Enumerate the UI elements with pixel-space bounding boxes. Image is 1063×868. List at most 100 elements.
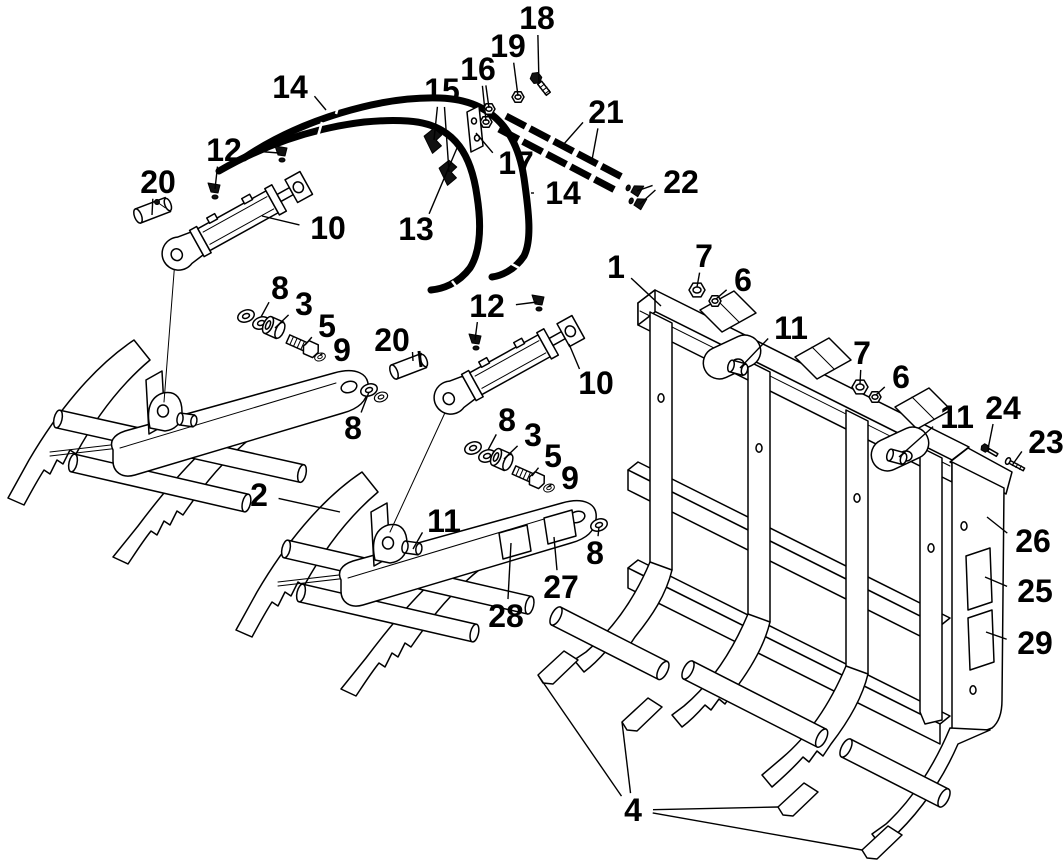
leader-line (562, 121, 584, 146)
leader-line (986, 516, 1008, 534)
leader-line (636, 184, 653, 192)
leader-line (568, 343, 581, 370)
part-number-label: 8 (344, 410, 362, 446)
leader-line (652, 812, 863, 851)
pivot-pin (400, 539, 424, 557)
bracket-hole (156, 404, 170, 418)
part-number-label: 10 (578, 365, 614, 401)
arm-edge-line (119, 382, 337, 449)
leader-line (985, 631, 1007, 640)
leader-line (547, 483, 552, 488)
leader-line (639, 189, 656, 205)
elbow-fitting (437, 158, 463, 187)
part-number-label: 5 (318, 308, 336, 344)
leader-line (984, 576, 1008, 588)
tine-tube (681, 660, 829, 748)
leader-line (875, 386, 886, 396)
steel-tube (497, 125, 617, 194)
leader-line (898, 426, 934, 458)
tine-tube (839, 738, 951, 808)
leader-line (859, 369, 862, 385)
steel-tube-lines (497, 112, 624, 194)
part-number-label: 28 (488, 598, 524, 634)
leader-line (739, 338, 769, 369)
part-number-label: 11 (940, 399, 974, 435)
leader-line (503, 445, 519, 460)
part-number-label: 6 (892, 359, 910, 395)
tooth-tip (777, 782, 819, 817)
part-number-label: 14 (545, 175, 581, 211)
part-number-label: 22 (663, 164, 699, 200)
cross-beam (627, 567, 941, 745)
part-number-label: 4 (624, 792, 642, 828)
leader-line (304, 336, 313, 346)
tooth-tip (621, 697, 663, 732)
leader-line (260, 301, 270, 318)
grapple-assembly-center (235, 438, 610, 697)
leader-line (151, 198, 154, 216)
part-number-label: 26 (1015, 523, 1051, 559)
wear-plate (543, 509, 577, 545)
leader-lines-layer (151, 34, 1023, 851)
tine-upright (649, 311, 673, 575)
part-number-label: 8 (271, 270, 289, 306)
part-number-label: 6 (734, 262, 752, 298)
leader-line (537, 674, 623, 797)
leader-line (696, 272, 701, 288)
leader-line (1012, 451, 1023, 465)
cross-beam (627, 469, 941, 647)
leader-line (360, 391, 370, 413)
part-number-label: 17 (498, 145, 534, 181)
bolt-hole (927, 543, 935, 553)
part-number-label: 25 (1017, 573, 1053, 609)
leader-line (515, 301, 538, 306)
pivot-pin (175, 411, 199, 429)
part-number-label: 14 (272, 69, 308, 105)
small-washer (542, 482, 556, 494)
plate-slot (965, 547, 993, 611)
arm-pivot-hole (340, 380, 358, 394)
part-number-label: 24 (985, 390, 1021, 426)
bolt-hole (853, 493, 861, 503)
cross-beam-top (627, 559, 951, 725)
leader-line (278, 497, 341, 513)
part-number-label: 11 (774, 310, 808, 346)
frame-tine (671, 613, 771, 728)
leader-line (475, 132, 494, 154)
leader-line (621, 721, 632, 794)
leader-line (261, 215, 300, 226)
roll-pin (417, 350, 423, 368)
part-number-label: 7 (853, 335, 871, 371)
leader-line (553, 536, 558, 571)
leader-line (987, 423, 994, 450)
bolt-hole (755, 443, 763, 453)
part-number-label: 27 (543, 569, 579, 605)
hex-nut (708, 295, 722, 307)
hydraulic-cylinder-left (154, 166, 315, 277)
part-number-label: 7 (695, 238, 713, 274)
leader-line (319, 353, 323, 356)
small-bolt (980, 443, 999, 458)
leader-line (428, 147, 458, 215)
leader-line (597, 526, 600, 537)
tooth-tip (861, 825, 903, 860)
grapple-assembly-left (7, 306, 390, 565)
leader-line (715, 289, 728, 300)
part-number-label: 10 (310, 210, 346, 246)
part-number-label: 16 (460, 51, 496, 87)
cylinder-pins (131, 195, 431, 382)
leader-line (630, 277, 662, 307)
part-number-label: 5 (544, 438, 562, 474)
bolt-hole (657, 393, 665, 403)
arm-edge-line (347, 512, 565, 579)
part-number-label: 13 (398, 211, 434, 247)
tube-clamp-bracket (466, 105, 484, 153)
leader-line (443, 106, 450, 173)
leader-line (252, 150, 280, 154)
clevis-mount (870, 426, 930, 472)
tooth-tip (537, 650, 579, 685)
part-number-label: 15 (424, 72, 460, 108)
tine-upright (919, 446, 943, 725)
